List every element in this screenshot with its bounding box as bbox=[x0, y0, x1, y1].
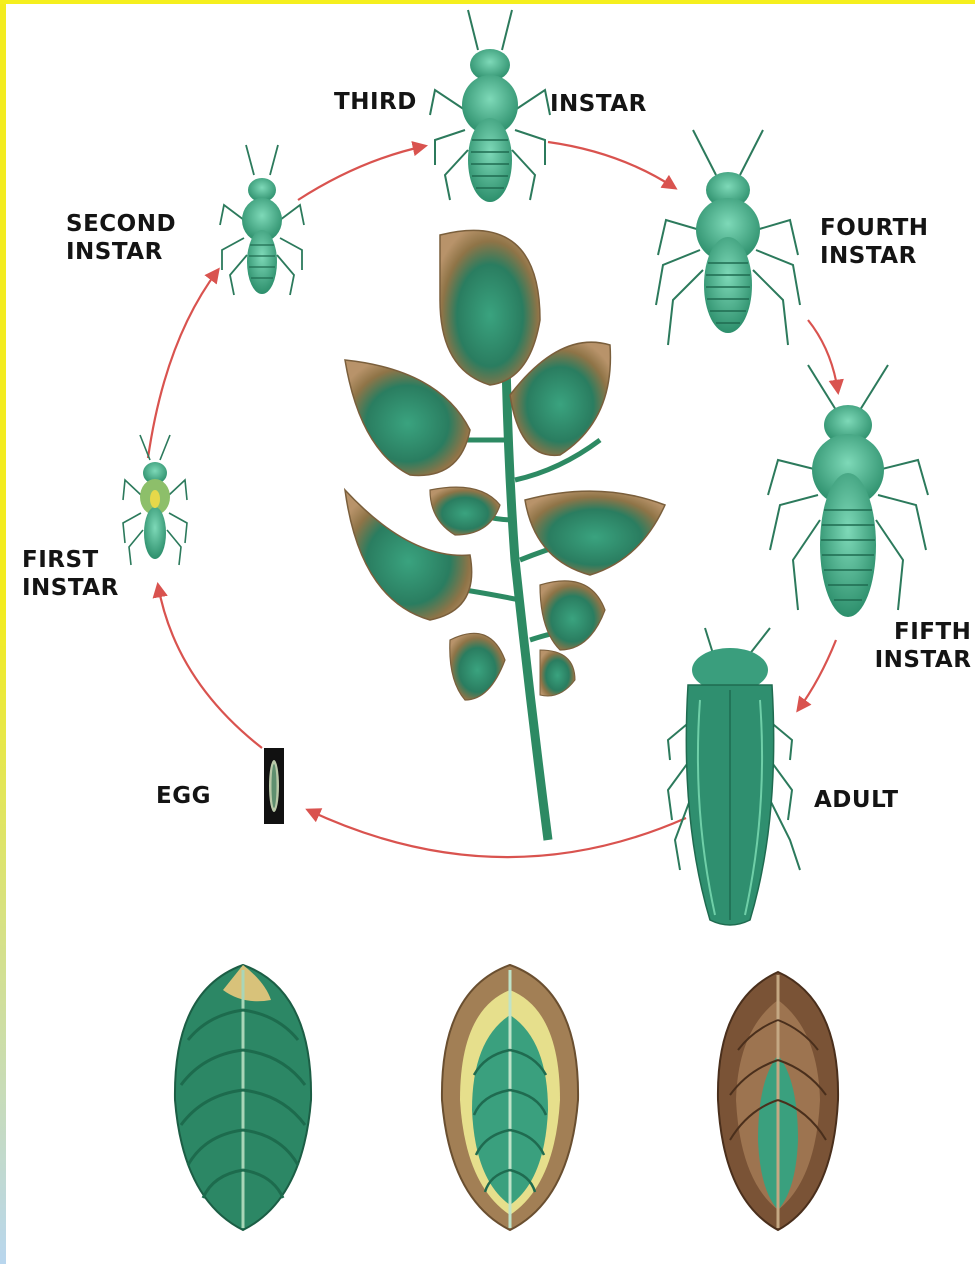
label-first-line1: FIRST bbox=[22, 546, 119, 574]
label-fourth-instar: FOURTH INSTAR bbox=[820, 214, 929, 270]
label-fifth-line2: INSTAR bbox=[866, 646, 971, 674]
arrow-egg-to-first bbox=[158, 585, 262, 748]
label-egg: EGG bbox=[156, 782, 211, 810]
leaf-yellowing bbox=[442, 965, 578, 1230]
second-instar-nymph bbox=[220, 145, 304, 295]
label-second-line1: SECOND bbox=[66, 210, 176, 238]
adult-leafhopper bbox=[668, 628, 800, 925]
third-instar-nymph bbox=[430, 10, 550, 202]
first-instar-nymph bbox=[123, 435, 187, 565]
arrow-first-to-second bbox=[148, 270, 218, 458]
label-fourth-line1: FOURTH bbox=[820, 214, 929, 242]
label-third: THIRD bbox=[334, 88, 417, 116]
label-first-line2: INSTAR bbox=[22, 574, 119, 602]
label-second-instar: SECOND INSTAR bbox=[66, 210, 176, 266]
arrow-second-to-third bbox=[298, 146, 425, 200]
label-fourth-line2: INSTAR bbox=[820, 242, 929, 270]
label-third-instar: INSTAR bbox=[550, 90, 647, 118]
fifth-instar-nymph bbox=[768, 365, 928, 617]
arrow-third-to-fourth bbox=[548, 142, 675, 188]
plant-sprig bbox=[345, 230, 665, 840]
arrow-fifth-to-adult bbox=[798, 640, 836, 710]
fourth-instar-nymph bbox=[656, 130, 800, 345]
arrow-adult-to-egg bbox=[308, 810, 686, 857]
label-first-instar: FIRST INSTAR bbox=[22, 546, 119, 602]
leaf-burned bbox=[718, 972, 838, 1230]
label-second-line2: INSTAR bbox=[66, 238, 176, 266]
label-fifth-line1: FIFTH bbox=[866, 618, 971, 646]
leaf-healthy bbox=[175, 965, 311, 1230]
arrow-fourth-to-fifth bbox=[808, 320, 838, 392]
label-adult: ADULT bbox=[814, 786, 899, 814]
label-fifth-instar: FIFTH INSTAR bbox=[866, 618, 971, 674]
egg bbox=[264, 748, 284, 824]
